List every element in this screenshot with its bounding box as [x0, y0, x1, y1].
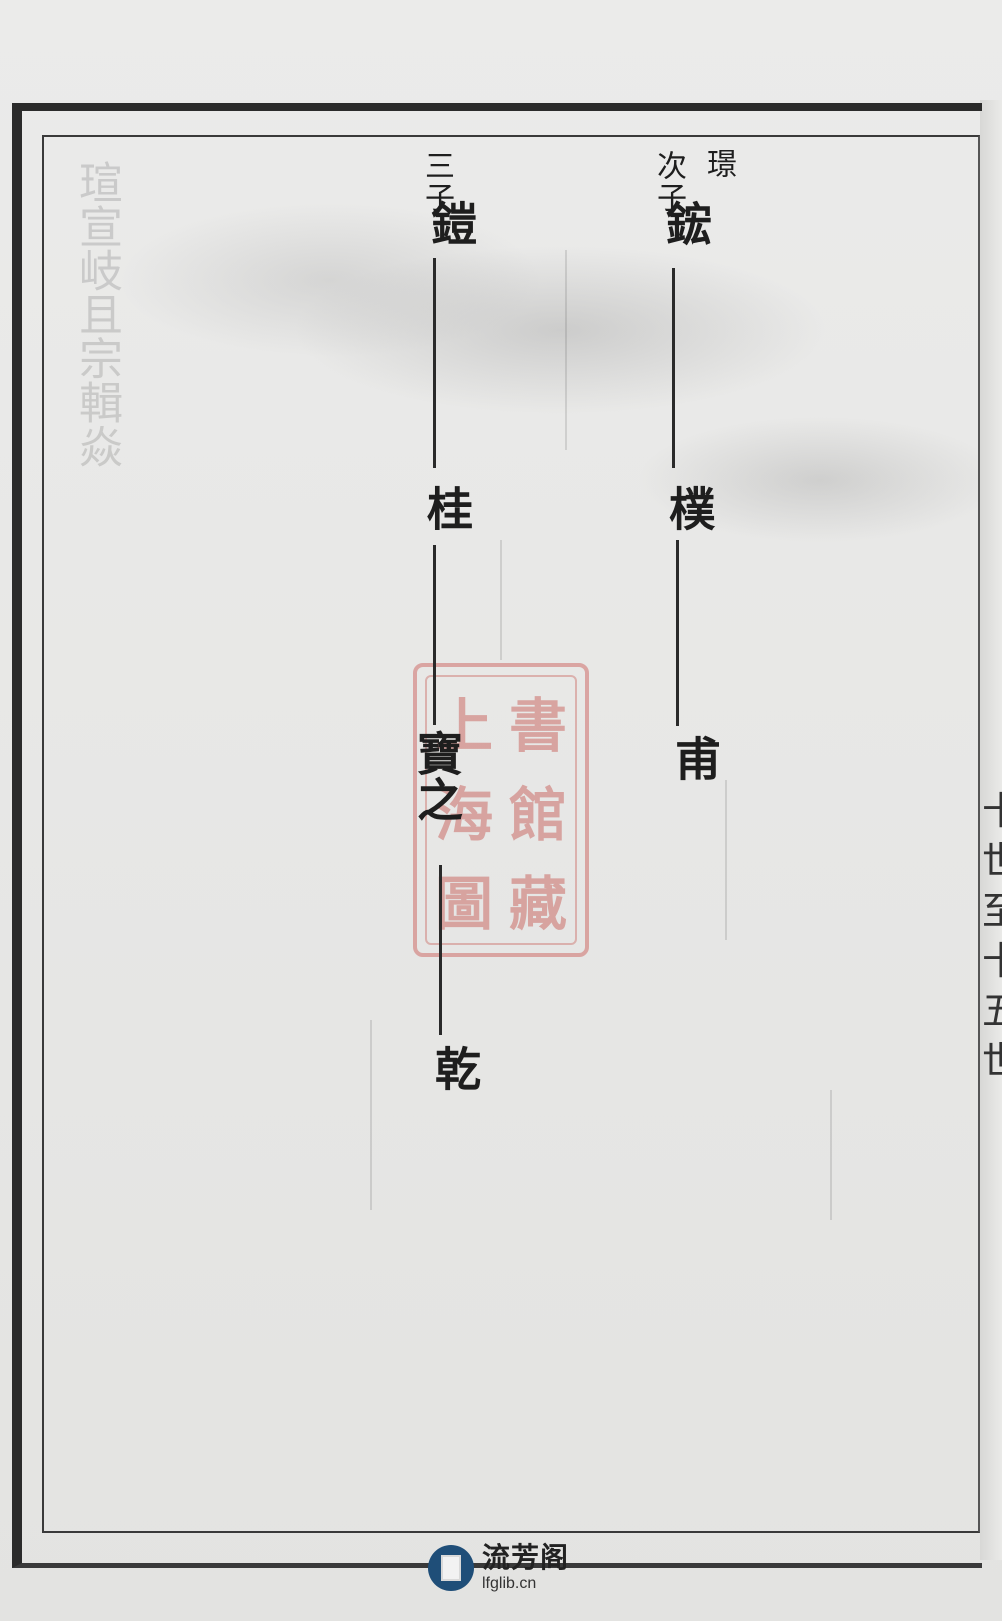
- inner-frame: [42, 135, 980, 1533]
- seal-char: 藏: [508, 869, 567, 938]
- relation-note: 次子: [651, 150, 686, 214]
- relation-note-top: 璟: [701, 148, 736, 180]
- generation-range-char: 世: [982, 839, 1002, 883]
- bleed-through-line: [500, 540, 502, 660]
- lineage-line: [433, 545, 436, 725]
- outer-frame: [12, 103, 982, 1568]
- page-edge: [980, 100, 1002, 1560]
- relation-note: 三子: [419, 150, 454, 214]
- seal-char: 館: [508, 780, 567, 849]
- seal-char: 海: [434, 780, 493, 849]
- lineage-line: [672, 268, 675, 468]
- ancestor-name: 寶之: [410, 730, 464, 822]
- generation-range-char: 五: [982, 989, 1002, 1033]
- ancestor-name: 樸: [662, 485, 716, 531]
- lineage-line: [439, 865, 442, 1035]
- library-seal: 上 海 圖 書 館 藏: [413, 663, 589, 957]
- site-watermark: 流芳阁 lfglib.cn: [428, 1543, 569, 1593]
- generation-range-char: 十: [982, 939, 1002, 983]
- lineage-line: [676, 540, 679, 726]
- book-icon: [428, 1545, 474, 1591]
- ancestor-name: 甫: [668, 735, 722, 781]
- ancestor-name: 桂: [420, 485, 474, 531]
- ancestor-name: 鎧: [424, 200, 478, 246]
- bleed-through-line: [830, 1090, 832, 1220]
- seal-char: 圖: [434, 869, 493, 938]
- site-name: 流芳阁: [482, 1541, 570, 1574]
- bleed-through-text: 瑄宣岐且宗輯焱: [71, 160, 122, 468]
- bleed-through-line: [725, 780, 727, 940]
- generation-range-char: 世: [982, 1039, 1002, 1083]
- seal-char: 書: [508, 692, 567, 761]
- ancestor-name: 鋐: [659, 200, 713, 246]
- ancestor-name: 乾: [428, 1045, 482, 1091]
- seal-char: 上: [434, 692, 493, 761]
- generation-range-char: 十: [982, 789, 1002, 833]
- bleed-through-line: [565, 250, 567, 450]
- bleed-through-line: [370, 1020, 372, 1210]
- site-url: lfglib.cn: [482, 1575, 537, 1592]
- generation-range-char: 至: [982, 889, 1002, 933]
- lineage-line: [433, 258, 436, 468]
